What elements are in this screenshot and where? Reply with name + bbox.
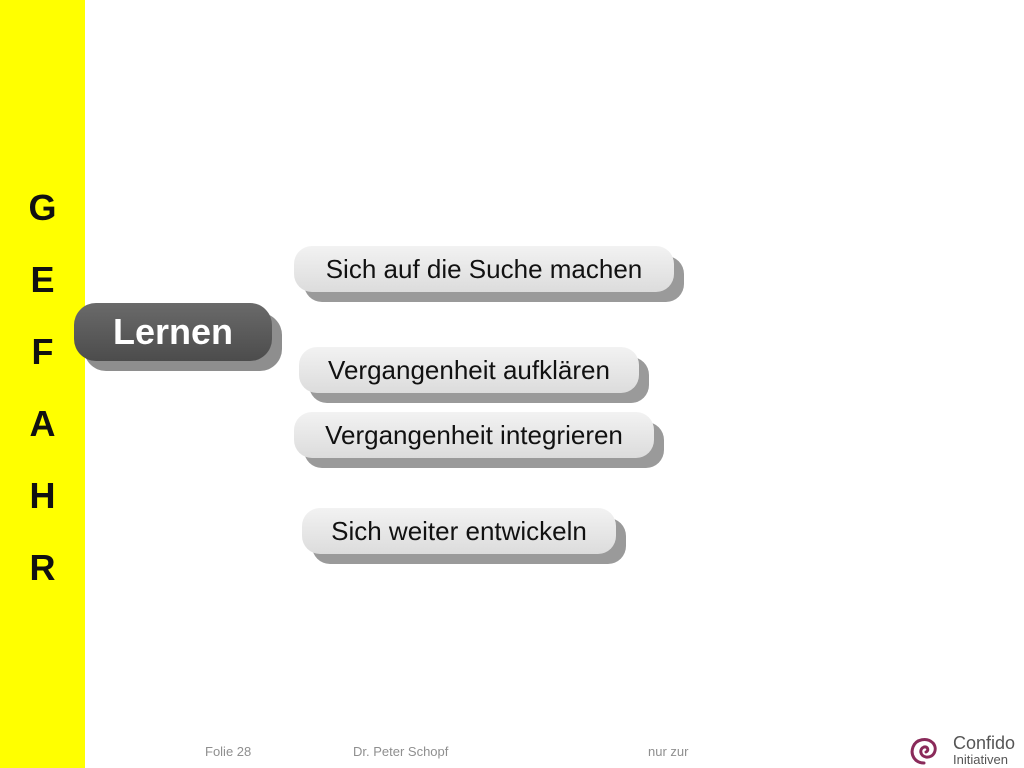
- item-label: Sich auf die Suche machen: [294, 246, 674, 292]
- item-box-1: Sich auf die Suche machen: [294, 246, 684, 302]
- item-label: Vergangenheit aufklären: [299, 347, 639, 393]
- item-box-4: Sich weiter entwickeln: [302, 508, 626, 564]
- topic-box: Lernen: [74, 303, 282, 371]
- item-box-3: Vergangenheit integrieren: [294, 412, 664, 468]
- logo-subtitle: Initiativen: [953, 752, 1008, 767]
- author-name: Dr. Peter Schopf: [353, 744, 449, 759]
- sidebar-letter: H: [29, 475, 56, 516]
- logo-name: Confido: [953, 733, 1016, 753]
- sidebar-letter: F: [31, 331, 54, 372]
- side-bar: G E F A H R: [0, 0, 85, 768]
- sidebar-letter: E: [30, 259, 55, 300]
- confido-logo: Confido Initiativen: [905, 733, 1020, 768]
- sidebar-letter: R: [29, 547, 56, 588]
- slide-number: Folie 28: [205, 744, 252, 759]
- item-label: Vergangenheit integrieren: [294, 412, 654, 458]
- footer-note: nur zur: [648, 744, 689, 759]
- sidebar-letter: A: [29, 403, 56, 444]
- item-box-2: Vergangenheit aufklären: [299, 347, 649, 403]
- spiral-icon: [910, 738, 937, 765]
- sidebar-letter: G: [28, 187, 57, 228]
- topic-label: Lernen: [74, 303, 272, 361]
- item-label: Sich weiter entwickeln: [302, 508, 616, 554]
